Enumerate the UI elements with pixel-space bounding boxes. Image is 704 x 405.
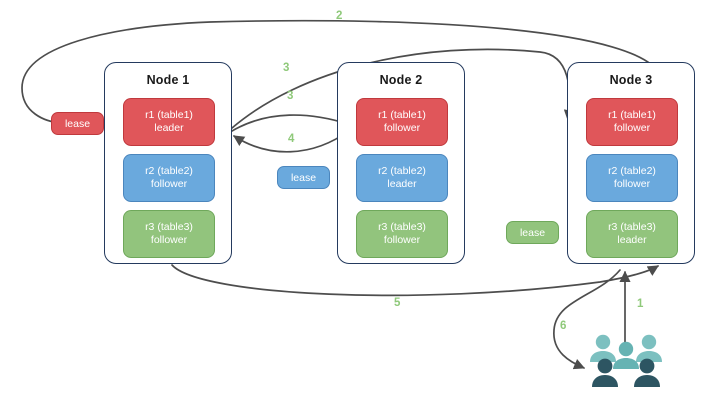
lease-chip-green-label: lease	[519, 226, 546, 239]
node-3-container[interactable]: Node 3 r1 (table1) follower r2 (table2) …	[567, 62, 695, 264]
step-label-3-lower: 3	[287, 90, 294, 102]
node-1-replica-r3[interactable]: r3 (table3) follower	[123, 210, 215, 258]
step-label-2: 2	[336, 10, 343, 22]
node-3-replica-r3[interactable]: r3 (table3) leader	[586, 210, 678, 258]
users-icon	[590, 334, 662, 387]
node-1-container[interactable]: Node 1 r1 (table1) leader r2 (table2) fo…	[104, 62, 232, 264]
node-2-replica-r3[interactable]: r3 (table3) follower	[356, 210, 448, 258]
node-3-replica-r1[interactable]: r1 (table1) follower	[586, 98, 678, 146]
node-1-replica-r2-role: follower	[150, 178, 188, 190]
step-label-3-upper: 3	[283, 62, 290, 74]
lease-chip-blue-label: lease	[290, 171, 317, 184]
node-1-replica-r3-role: follower	[150, 234, 188, 246]
lease-chip-red[interactable]: lease	[51, 112, 104, 135]
lease-chip-red-label: lease	[64, 117, 91, 130]
node-2-title: Node 2	[379, 73, 423, 87]
edge-5-forward-node3	[171, 264, 659, 297]
node-1-replica-r1-role: leader	[154, 122, 184, 134]
step-label-6: 6	[560, 320, 567, 332]
edge-3-replicate-node2	[231, 114, 350, 132]
node-1-replica-r3-name: r3 (table3)	[145, 221, 193, 233]
step-label-4: 4	[288, 133, 295, 145]
lease-chip-green[interactable]: lease	[506, 221, 559, 244]
node-3-replica-r1-name: r1 (table1)	[608, 109, 656, 121]
step-label-1: 1	[637, 298, 644, 310]
node-2-container[interactable]: Node 2 r1 (table1) follower r2 (table2) …	[337, 62, 465, 264]
node-1-replica-r2-name: r2 (table2)	[145, 165, 193, 177]
node-3-replica-r3-name: r3 (table3)	[608, 221, 656, 233]
node-3-replica-r2-role: follower	[613, 178, 651, 190]
node-2-replica-r3-name: r3 (table3)	[378, 221, 426, 233]
node-3-title: Node 3	[609, 73, 653, 87]
node-3-replica-r2[interactable]: r2 (table2) follower	[586, 154, 678, 202]
node-1-replica-r2[interactable]: r2 (table2) follower	[123, 154, 215, 202]
node-3-replica-r2-name: r2 (table2)	[608, 165, 656, 177]
node-2-replica-r1-role: follower	[383, 122, 421, 134]
node-2-replica-r2-role: leader	[387, 178, 417, 190]
node-1-title: Node 1	[146, 73, 190, 87]
step-label-5: 5	[394, 297, 401, 309]
node-3-replica-r1-role: follower	[613, 122, 651, 134]
node-1-replica-r1-name: r1 (table1)	[145, 109, 193, 121]
node-3-replica-r3-role: leader	[617, 234, 647, 246]
node-2-replica-r3-role: follower	[383, 234, 421, 246]
node-2-replica-r2[interactable]: r2 (table2) leader	[356, 154, 448, 202]
node-2-replica-r2-name: r2 (table2)	[378, 165, 426, 177]
node-2-replica-r1-name: r1 (table1)	[378, 109, 426, 121]
node-1-replica-r1[interactable]: r1 (table1) leader	[123, 98, 215, 146]
node-2-replica-r1[interactable]: r1 (table1) follower	[356, 98, 448, 146]
lease-chip-blue[interactable]: lease	[277, 166, 330, 189]
